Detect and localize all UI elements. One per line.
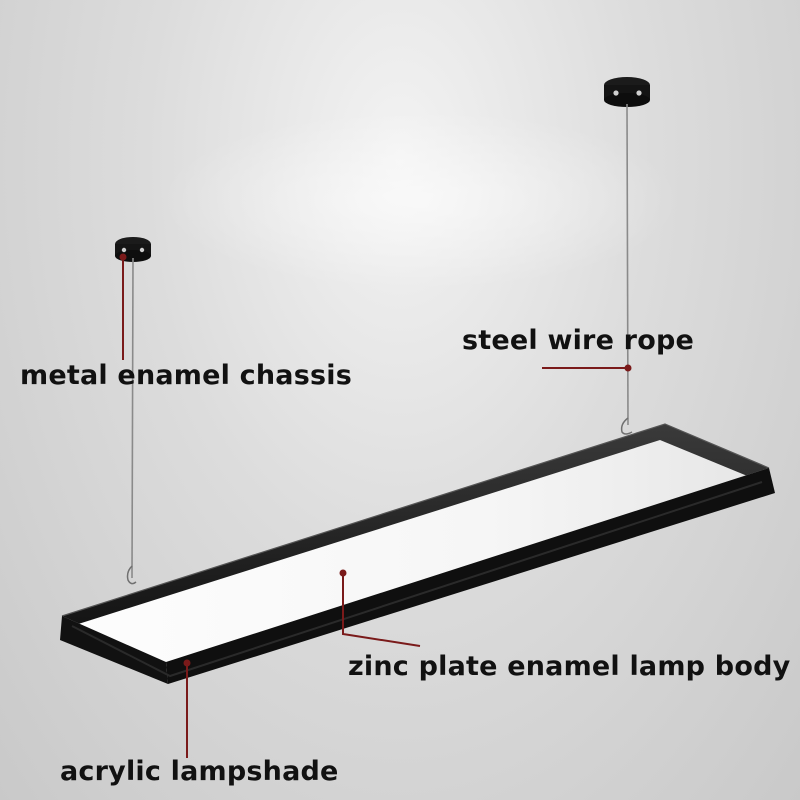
acrylic-panel (72, 440, 762, 676)
dot-wire (624, 364, 632, 372)
label-zinc-plate-enamel-lamp-body: zinc plate enamel lamp body (348, 651, 791, 682)
leader-body (342, 573, 421, 647)
steel-wire-left (131, 257, 134, 579)
dot-shade (183, 659, 191, 667)
ceiling-canopy-right (604, 77, 650, 107)
label-metal-enamel-chassis: metal enamel chassis (20, 360, 352, 391)
steel-wire-right (626, 103, 629, 426)
leader-lines (122, 257, 628, 758)
leader-dots (119, 253, 632, 667)
label-acrylic-lampshade: acrylic lampshade (60, 756, 339, 787)
label-steel-wire-rope: steel wire rope (462, 325, 694, 356)
wire-hook-right (620, 417, 633, 435)
background-haze (160, 110, 680, 290)
wire-hook-left (126, 565, 137, 585)
lamp-frame-side (166, 468, 775, 684)
dot-chassis (119, 253, 127, 261)
lamp-frame-rim (61, 423, 770, 617)
dot-body (339, 569, 347, 577)
ceiling-canopy-left (115, 237, 151, 262)
lamp-panel-edge (71, 481, 763, 678)
